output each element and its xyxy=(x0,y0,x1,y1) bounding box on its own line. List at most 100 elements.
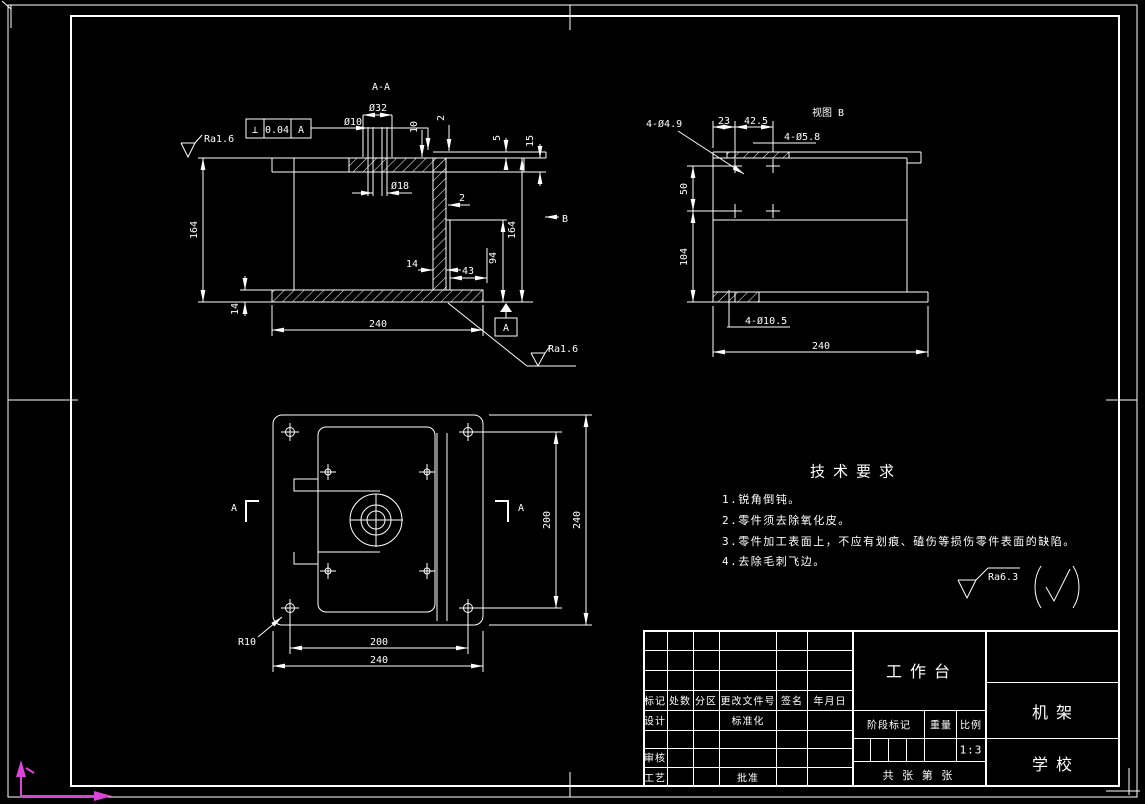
roughness-symbol-bottom: Ra1.6 xyxy=(447,302,578,368)
dim-5: 5 xyxy=(492,135,503,141)
gdt-tolerance: 0.04 xyxy=(265,125,289,136)
corner-holes xyxy=(281,423,477,617)
section-letter-right: A xyxy=(518,503,524,514)
gdt-symbol: ⊥ xyxy=(252,125,258,136)
dim-14-wall: 14 xyxy=(406,259,418,270)
dim-14-base: 14 xyxy=(230,303,241,315)
grid-line xyxy=(807,630,808,786)
dim-15: 15 xyxy=(525,135,536,147)
view-b-arrow-label: B xyxy=(562,214,568,225)
tb-rev-header-date: 年月日 xyxy=(813,696,847,708)
view-b: 视图 B 23 42.5 4-Ø4.9 4-Ø5.8 50 xyxy=(646,106,929,357)
roughness-symbol-top: Ra1.6 xyxy=(180,134,234,159)
dim-r10: R10 xyxy=(238,637,256,648)
grid-line xyxy=(667,630,668,786)
tb-sheet-info: 共 张 第 张 xyxy=(882,769,954,782)
roughness-general-value: Ra6.3 xyxy=(988,572,1018,583)
dim-phi10: Ø10 xyxy=(344,116,362,128)
dim-43: 43 xyxy=(462,266,474,277)
dim-164-left: 164 xyxy=(189,221,200,239)
general-roughness-note: Ra6.3 xyxy=(957,565,1080,609)
dim-94: 94 xyxy=(488,252,499,264)
tb-part-name: 工作台 xyxy=(885,662,959,681)
dim-200-bottom: 200 xyxy=(370,637,388,648)
grid-line xyxy=(719,630,720,786)
gdt-datum-ref: A xyxy=(298,125,304,136)
tb-role-design: 设计 xyxy=(644,716,666,728)
plan-view: A A R10 200 240 200 240 xyxy=(231,414,592,672)
tb-role-standardize: 标准化 xyxy=(731,716,765,728)
tech-requirement-item: 2.零件须去除氧化皮。 xyxy=(722,514,851,527)
dim-4xd10-5: 4-Ø10.5 xyxy=(745,315,787,327)
dim-200-right: 200 xyxy=(542,511,553,529)
grid-line xyxy=(852,738,1119,739)
grid-line xyxy=(643,650,852,651)
dim-4xd4-9: 4-Ø4.9 xyxy=(646,118,682,130)
section-label: A-A xyxy=(372,82,390,93)
grid-line xyxy=(906,738,907,761)
central-boss xyxy=(349,493,403,547)
tb-rev-header-count: 处数 xyxy=(669,696,691,708)
grid-line xyxy=(643,730,852,731)
grid-line xyxy=(643,670,852,671)
tb-rev-header-sign: 签名 xyxy=(781,696,803,708)
datum-a-letter: A xyxy=(503,323,509,334)
dim-240-bottom: 240 xyxy=(370,655,388,666)
dim-240-section: 240 xyxy=(369,319,387,330)
tb-weight-label: 重量 xyxy=(930,720,952,732)
grid-line xyxy=(643,630,1119,632)
tech-requirements-title: 技术要求 xyxy=(809,462,903,481)
grid-line xyxy=(956,710,957,761)
inner-holes xyxy=(320,464,435,579)
grid-line xyxy=(643,630,645,786)
tb-role-process: 工艺 xyxy=(644,773,666,785)
grid-line xyxy=(693,630,694,786)
grid-line xyxy=(985,682,1119,683)
dim-164-right: 164 xyxy=(507,221,518,239)
tech-requirement-item: 4.去除毛刺飞边。 xyxy=(722,555,826,568)
grid-line xyxy=(643,748,852,749)
grid-line xyxy=(870,738,871,761)
view-b-label: 视图 B xyxy=(812,106,844,119)
tb-rev-header-docno: 更改文件号 xyxy=(720,696,776,708)
grid-line xyxy=(852,630,854,786)
dim-4xd5-8: 4-Ø5.8 xyxy=(784,131,820,143)
grid-line xyxy=(888,738,889,761)
tb-drawing-name: 机架 xyxy=(1031,703,1081,722)
section-view-a: A-A Ø32 Ø10 Ø18 10 xyxy=(180,82,578,368)
dim-2-step: 2 xyxy=(459,193,465,204)
dim-hub10: 10 xyxy=(409,121,420,133)
tb-rev-header-mark: 标记 xyxy=(644,696,666,708)
dim-phi18: Ø18 xyxy=(391,180,409,192)
tb-org-name: 学校 xyxy=(1031,755,1081,774)
dim-42-5: 42.5 xyxy=(744,116,768,127)
tech-requirement-item: 3.零件加工表面上，不应有划痕、磕伤等损伤零件表面的缺陷。 xyxy=(722,535,1076,548)
tech-requirement-item: 1.锐角倒钝。 xyxy=(722,493,801,506)
grid-line xyxy=(643,767,852,768)
grid-line xyxy=(643,710,985,711)
dim-50: 50 xyxy=(679,183,690,195)
grid-line xyxy=(643,690,852,691)
tb-scale-value: 1:3 xyxy=(959,743,983,757)
grid-line xyxy=(852,761,985,762)
ucs-icon xyxy=(16,760,112,801)
datum-a-flag: A xyxy=(494,303,518,337)
grid-line xyxy=(924,710,925,761)
dim-104: 104 xyxy=(679,248,690,266)
dim-240-viewb: 240 xyxy=(812,341,830,352)
roughness-top-value: Ra1.6 xyxy=(204,134,234,145)
dim-hub2: 2 xyxy=(436,115,447,121)
roughness-bottom-value: Ra1.6 xyxy=(548,344,578,355)
dim-phi32: Ø32 xyxy=(369,102,387,114)
section-letter-left: A xyxy=(231,503,237,514)
tb-role-approve: 批准 xyxy=(737,773,759,785)
grid-line xyxy=(985,630,987,786)
tb-role-check: 审核 xyxy=(644,753,666,765)
grid-line xyxy=(776,630,777,786)
tb-rev-header-zone: 分区 xyxy=(695,696,717,708)
dim-240-right: 240 xyxy=(572,511,583,529)
tb-stage-label: 阶段标记 xyxy=(867,720,911,732)
default-finish-checkmark xyxy=(1034,565,1080,609)
